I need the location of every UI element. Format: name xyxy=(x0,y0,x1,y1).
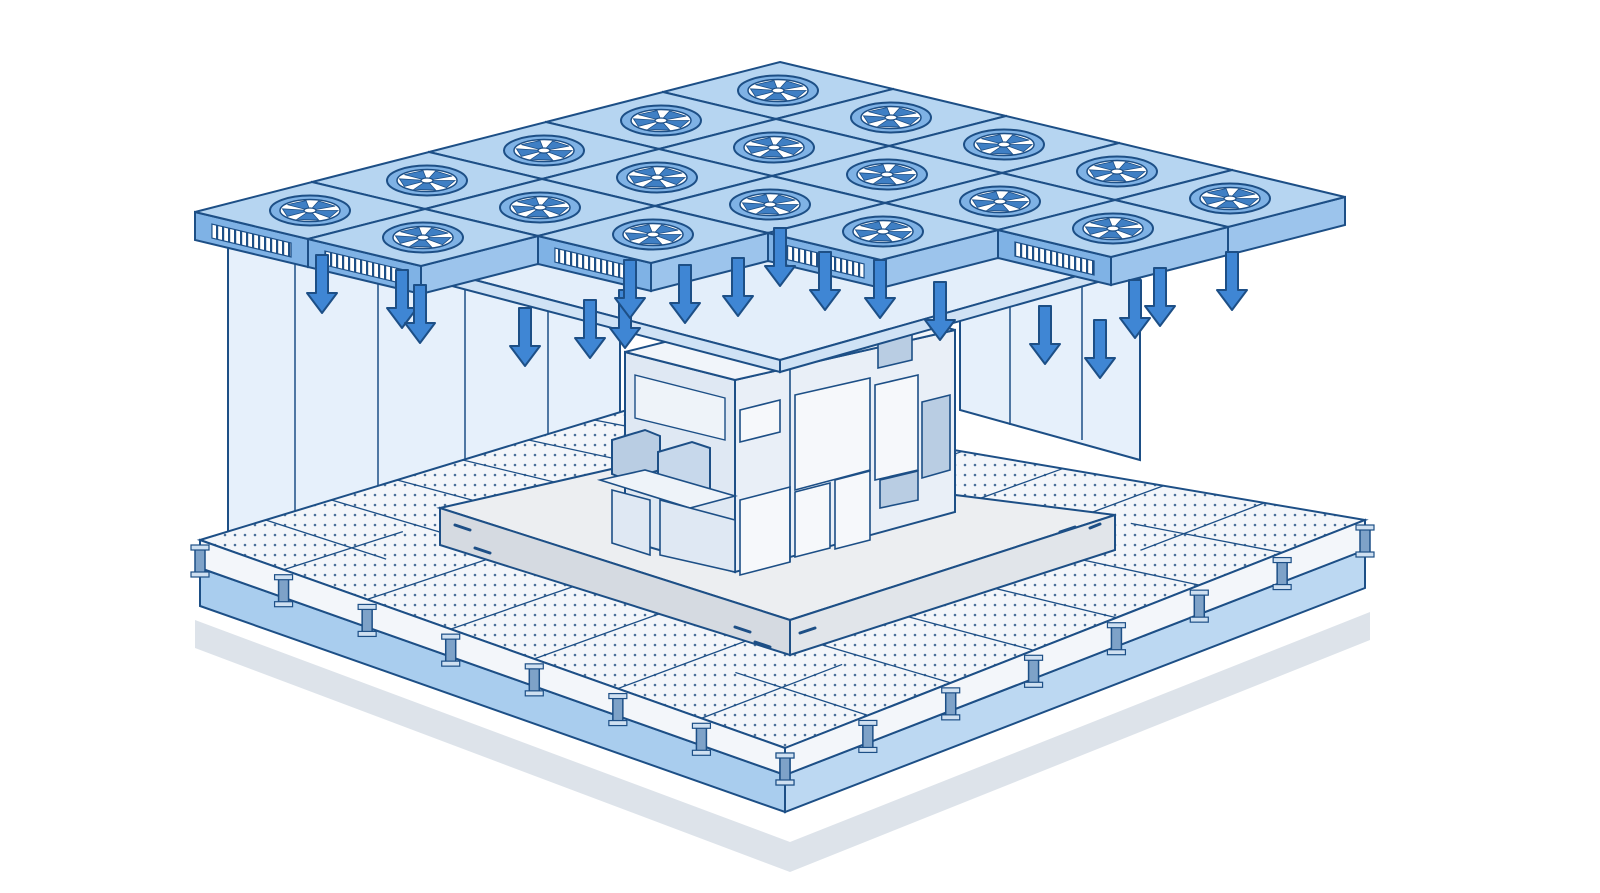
floor-pedestal-icon xyxy=(1106,622,1127,656)
floor-pedestal-icon xyxy=(941,687,961,721)
downflow-arrow-icon xyxy=(669,264,701,324)
downflow-arrow-icon xyxy=(924,281,956,341)
downflow-arrow-icon xyxy=(864,259,896,319)
downflow-arrow-icon xyxy=(764,227,796,287)
floor-pedestal-icon xyxy=(524,663,544,697)
downflow-arrow-icon xyxy=(1216,251,1248,311)
floor-pedestal-icon xyxy=(691,722,712,756)
floor-pedestal-icon xyxy=(1189,589,1209,623)
floor-pedestal-icon xyxy=(273,574,294,608)
floor-pedestals xyxy=(190,524,1375,786)
fan-filter-unit-icon xyxy=(997,198,1229,287)
floor-pedestal-icon xyxy=(858,719,878,754)
downflow-arrow-icon xyxy=(574,299,606,359)
downflow-arrow-icon xyxy=(1119,279,1151,339)
fan-filter-unit-ceiling xyxy=(194,60,1346,374)
downflow-arrow-icon xyxy=(1084,319,1116,379)
downflow-arrow-icon xyxy=(614,259,646,319)
floor-pedestal-icon xyxy=(608,692,628,727)
floor-pedestal-icon xyxy=(1355,524,1375,558)
downflow-arrow-icon xyxy=(722,257,754,317)
downflow-arrow-icon xyxy=(386,269,418,329)
downflow-arrow-icon xyxy=(404,284,436,344)
floor-pedestal-icon xyxy=(190,544,210,578)
floor-pedestal-icon xyxy=(1272,556,1292,591)
downflow-arrow-icon xyxy=(1144,267,1176,327)
downflow-arrows xyxy=(306,227,1248,379)
floor-pedestal-icon xyxy=(1023,654,1044,688)
downflow-arrow-icon xyxy=(809,251,841,311)
downflow-arrow-icon xyxy=(306,254,338,314)
fan-filter-unit-icon xyxy=(307,207,539,296)
floor-pedestal-icon xyxy=(775,752,795,786)
downflow-arrow-icon xyxy=(509,307,541,367)
downflow-arrow-icon xyxy=(1029,305,1061,365)
floor-pedestal-icon xyxy=(441,633,461,667)
floor-pedestal-icon xyxy=(357,603,377,638)
